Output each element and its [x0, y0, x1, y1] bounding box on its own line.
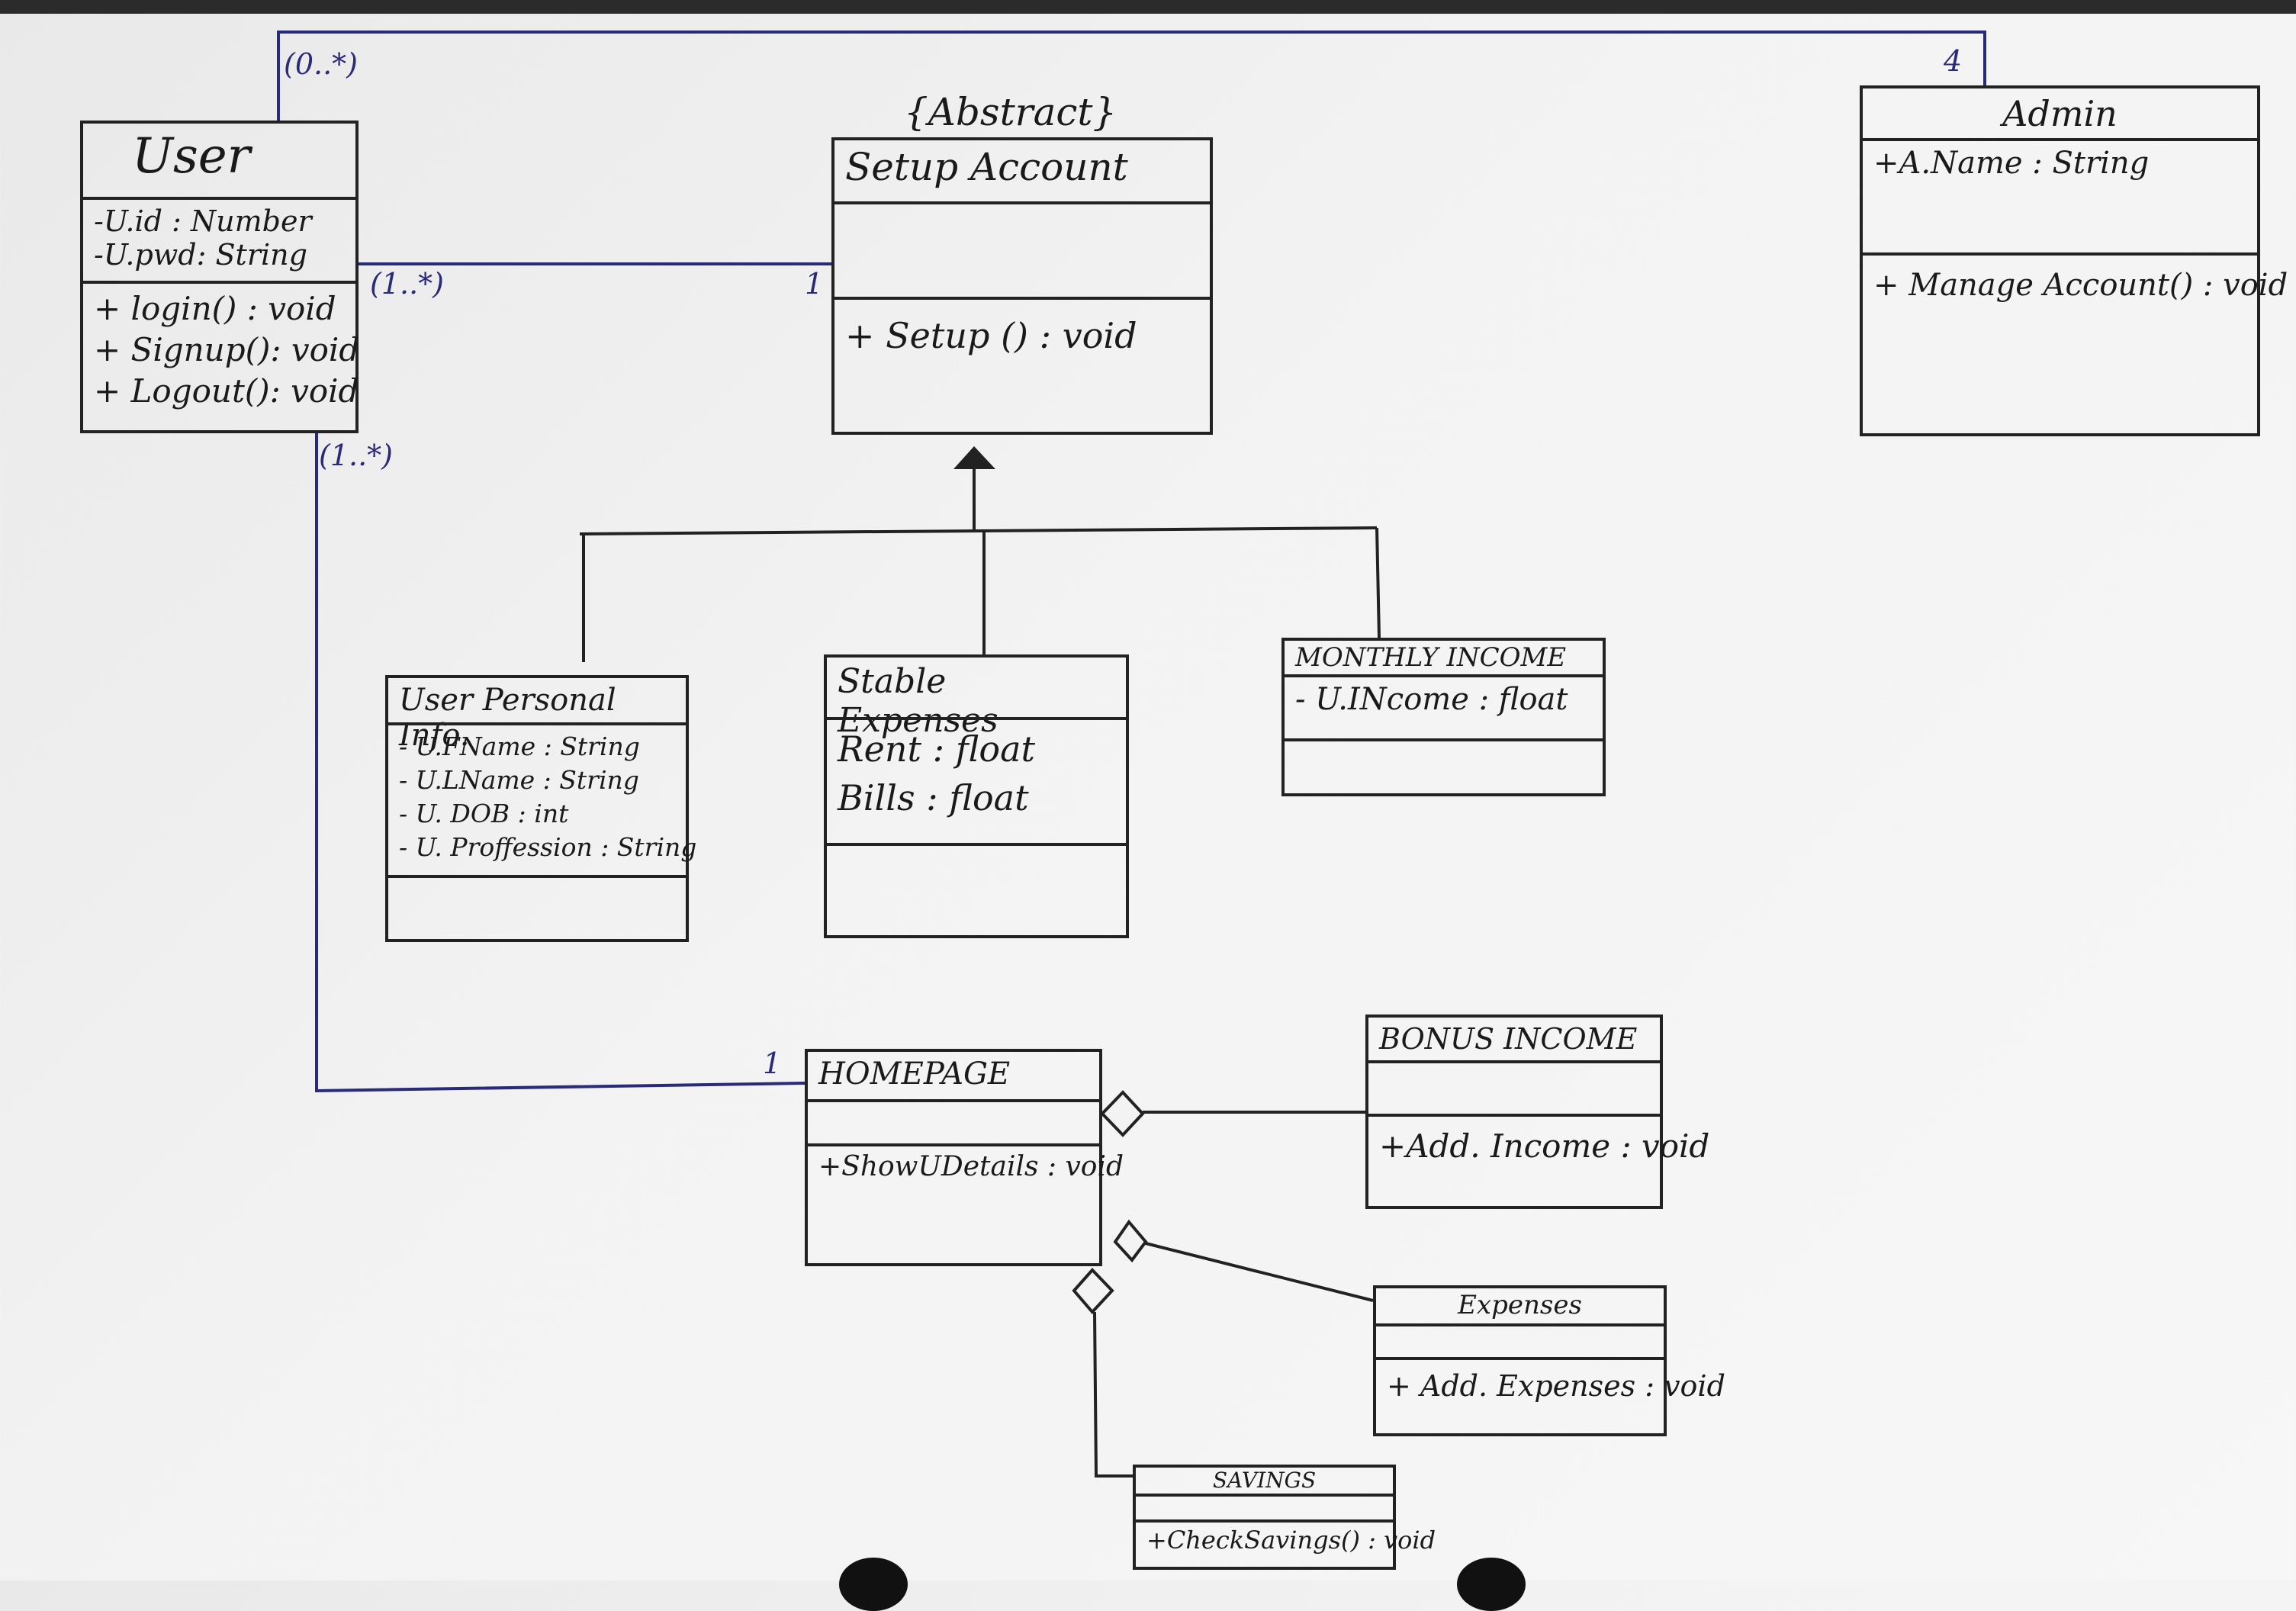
class-user-personal-info[interactable]: User Personal Info. - U.FName : String -…: [385, 675, 697, 942]
aggregation-diamond-bonus: [1100, 1090, 1145, 1137]
attribute: Rent : float: [838, 728, 1035, 770]
class-homepage[interactable]: HOMEPAGE +ShowUDetails : void: [805, 1049, 1124, 1266]
aggregation-line-savings: [1093, 1311, 1133, 1478]
inheritance-to-monthly-income: [1375, 527, 1381, 638]
multiplicity-user-setup-setup-end: 1: [805, 267, 824, 301]
class-admin[interactable]: Admin +A.Name : String + Manage Account(…: [1860, 85, 2288, 436]
association-user-admin: [277, 31, 1986, 121]
method: + Add. Expenses : void: [1387, 1369, 1725, 1403]
class-expenses[interactable]: Expenses + Add. Expenses : void: [1373, 1285, 1725, 1436]
attribute: - U. DOB : int: [399, 799, 569, 828]
attribute: -U.pwd: String: [94, 238, 307, 272]
class-setup-account[interactable]: Setup Account + Setup () : void: [831, 137, 1213, 435]
attribute: Bills : float: [838, 777, 1029, 818]
class-name: SAVINGS: [1212, 1468, 1317, 1493]
photo-top-edge: [0, 0, 2296, 14]
class-name: HOMEPAGE: [818, 1056, 1011, 1092]
multiplicity-user-setup-user-end: (1..*): [370, 267, 444, 301]
method: +CheckSavings() : void: [1146, 1526, 1436, 1555]
attribute: - U.INcome : float: [1295, 682, 1568, 717]
aggregation-diamond-expenses: [1113, 1219, 1148, 1263]
method: +Add. Income : void: [1379, 1127, 1710, 1165]
method: + Logout(): void: [94, 372, 359, 410]
class-name: Admin: [2002, 93, 2118, 134]
stereotype-label: {Abstract}: [904, 90, 1117, 134]
aggregation-line-expenses: [1145, 1242, 1374, 1302]
attribute: - U.FName : String: [399, 732, 640, 761]
method: + Manage Account() : void: [1873, 268, 2288, 303]
class-stable-expenses[interactable]: Stable Expenses Rent : float Bills : flo…: [824, 654, 1129, 938]
attribute: +A.Name : String: [1873, 146, 2150, 181]
method: + login() : void: [94, 290, 336, 327]
attribute: -U.id : Number: [94, 204, 312, 238]
class-name: User: [132, 128, 251, 185]
class-name: Expenses: [1458, 1290, 1582, 1320]
multiplicity-user-home-home-end: 1: [763, 1047, 782, 1080]
multiplicity-user-admin-admin-end: 4: [1944, 44, 1963, 78]
class-bonus-income[interactable]: BONUS INCOME +Add. Income : void: [1365, 1015, 1710, 1209]
inheritance-arrowhead: [953, 446, 995, 469]
class-user[interactable]: User -U.id : Number -U.pwd: String + log…: [80, 121, 359, 433]
class-name: BONUS INCOME: [1379, 1022, 1638, 1056]
class-name: Setup Account: [845, 145, 1128, 189]
class-savings[interactable]: SAVINGS +CheckSavings() : void: [1133, 1465, 1436, 1570]
attribute: - U.LName : String: [399, 765, 639, 795]
aggregation-diamond-savings: [1072, 1268, 1114, 1315]
class-name: MONTHLY INCOME: [1295, 642, 1567, 673]
method: + Setup () : void: [845, 315, 1137, 356]
binder-clip-left: [839, 1558, 908, 1611]
method: + Signup(): void: [94, 331, 360, 368]
binder-clip-right: [1457, 1558, 1526, 1611]
attribute: - U. Proffession : String: [399, 832, 697, 862]
class-name: Stable Expenses: [838, 662, 998, 740]
multiplicity-user-admin-user-end: (0..*): [284, 47, 358, 81]
method: +ShowUDetails : void: [818, 1151, 1124, 1182]
association-user-homepage: [315, 433, 806, 1093]
inheritance-bar: [579, 526, 1378, 535]
class-monthly-income[interactable]: MONTHLY INCOME - U.INcome : float: [1281, 638, 1606, 796]
multiplicity-user-home-user-end: (1..*): [319, 439, 393, 472]
